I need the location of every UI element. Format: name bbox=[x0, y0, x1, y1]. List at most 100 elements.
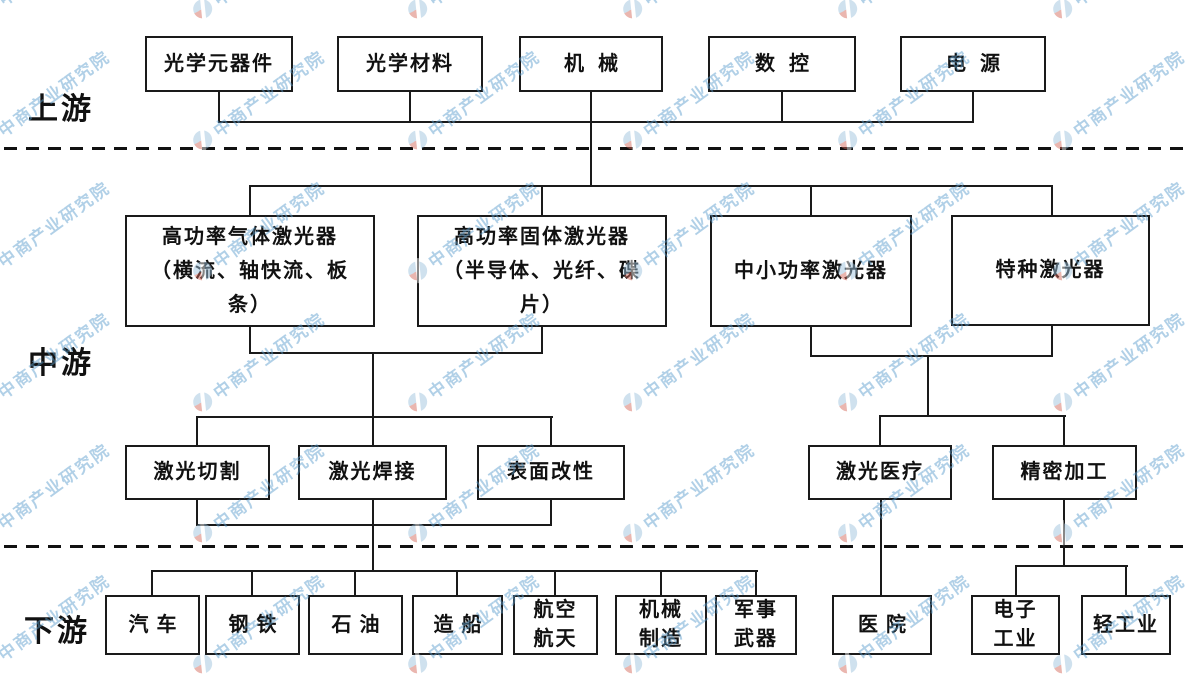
connector bbox=[372, 352, 374, 446]
watermark-logo-icon bbox=[834, 519, 861, 547]
node-surface-modification: 表面改性 bbox=[477, 445, 625, 500]
node-label: 光学材料 bbox=[366, 52, 454, 75]
connector bbox=[810, 355, 1053, 357]
node-label: 光学元器件 bbox=[164, 52, 274, 75]
connector bbox=[550, 416, 552, 446]
node-label: 激光切割 bbox=[153, 461, 242, 483]
watermark-text: 中商产业研究院 bbox=[640, 440, 759, 534]
watermark-logo-icon bbox=[404, 0, 431, 23]
watermark: 中商产业研究院 bbox=[1048, 43, 1190, 156]
watermark-logo-icon bbox=[619, 388, 646, 416]
node-label: 钢铁 bbox=[228, 613, 285, 636]
node-label: 航空 航天 bbox=[533, 599, 578, 650]
node-label: 机械 制造 bbox=[639, 599, 683, 650]
watermark-logo-icon bbox=[189, 388, 216, 416]
watermark-logo-icon bbox=[0, 257, 1, 285]
connector bbox=[196, 500, 198, 526]
node-automobile: 汽车 bbox=[105, 595, 200, 655]
connector bbox=[249, 185, 251, 217]
node-label: 汽车 bbox=[128, 613, 185, 636]
watermark: 中商产业研究院 bbox=[0, 174, 114, 287]
connector bbox=[541, 185, 543, 217]
node-military-weapons: 军事 武器 bbox=[715, 595, 797, 655]
watermark: 中商产业研究院 bbox=[618, 436, 760, 549]
watermark-logo-icon bbox=[0, 650, 1, 674]
connector bbox=[541, 327, 543, 354]
connector bbox=[972, 92, 974, 122]
node-optical-components: 光学元器件 bbox=[145, 36, 293, 92]
node-label: 激光焊接 bbox=[328, 461, 417, 483]
node-label: 医院 bbox=[858, 613, 914, 636]
row-label-midstream: 中游 bbox=[28, 347, 94, 380]
node-high-power-solid-laser: 高功率固体激光器 （半导体、光纤、碟 片） bbox=[417, 215, 667, 327]
node-label: 精密加工 bbox=[1020, 461, 1109, 483]
watermark: 中商产业研究院 bbox=[188, 0, 330, 25]
node-petroleum: 石油 bbox=[308, 595, 403, 655]
watermark-logo-icon bbox=[619, 519, 646, 547]
node-steel: 钢铁 bbox=[205, 595, 300, 655]
connector bbox=[590, 121, 592, 187]
connector bbox=[372, 524, 374, 572]
connector bbox=[251, 570, 253, 596]
node-laser-welding: 激光焊接 bbox=[298, 445, 447, 500]
node-label: 造船 bbox=[433, 613, 490, 636]
connector bbox=[196, 416, 198, 446]
node-precision-machining: 精密加工 bbox=[992, 445, 1137, 500]
watermark: 中商产业研究院 bbox=[618, 0, 760, 25]
connector bbox=[810, 185, 812, 217]
node-aerospace: 航空 航天 bbox=[513, 595, 598, 655]
node-label: 石油 bbox=[331, 613, 388, 636]
node-label: 机械 bbox=[564, 52, 632, 75]
node-machinery-manufacturing: 机械 制造 bbox=[615, 595, 707, 655]
node-label: 电子 工业 bbox=[993, 599, 1038, 650]
divider-dashed-line-lower bbox=[4, 545, 1190, 548]
watermark-text: 中商产业研究院 bbox=[637, 0, 759, 11]
connector bbox=[409, 92, 411, 122]
connector bbox=[810, 327, 812, 357]
connector bbox=[354, 570, 356, 596]
connector bbox=[660, 570, 662, 596]
node-hospital: 医院 bbox=[832, 595, 932, 655]
connector bbox=[554, 570, 556, 596]
connector bbox=[879, 415, 881, 446]
connector bbox=[879, 415, 1066, 417]
node-small-medium-power-laser: 中小功率激光器 bbox=[710, 215, 912, 327]
watermark-text: 中商产业研究院 bbox=[207, 0, 329, 11]
watermark: 中商产业研究院 bbox=[1048, 0, 1190, 25]
watermark: 中商产业研究院 bbox=[0, 436, 114, 549]
connector bbox=[927, 355, 929, 417]
connector bbox=[1051, 185, 1053, 217]
watermark-text: 中商产业研究院 bbox=[852, 0, 974, 11]
node-special-laser: 特种激光器 bbox=[951, 215, 1150, 326]
watermark-logo-icon bbox=[0, 126, 1, 154]
connector bbox=[249, 327, 251, 354]
row-label-downstream: 下游 bbox=[24, 615, 90, 648]
node-high-power-gas-laser: 高功率气体激光器 （横流、轴快流、板 条） bbox=[125, 215, 375, 327]
node-cnc: 数控 bbox=[708, 36, 856, 92]
node-power-supply: 电源 bbox=[900, 36, 1046, 92]
watermark-logo-icon bbox=[404, 388, 431, 416]
node-electronics-industry: 电子 工业 bbox=[971, 595, 1060, 655]
watermark-text: 中商产业研究院 bbox=[0, 0, 114, 11]
connector bbox=[1051, 326, 1053, 357]
connector bbox=[249, 185, 1053, 187]
node-light-industry: 轻工业 bbox=[1081, 595, 1171, 655]
connector bbox=[1015, 565, 1128, 567]
node-label: 电源 bbox=[946, 52, 1014, 75]
node-label: 激光医疗 bbox=[836, 461, 924, 483]
node-label: 表面改性 bbox=[507, 461, 595, 483]
watermark-logo-icon bbox=[1049, 0, 1076, 23]
connector bbox=[249, 352, 543, 354]
divider-dashed-line-upper bbox=[4, 147, 1190, 150]
watermark-logo-icon bbox=[0, 0, 1, 23]
row-label-upstream: 上游 bbox=[28, 93, 94, 126]
connector bbox=[456, 570, 458, 596]
connector bbox=[755, 570, 757, 596]
watermark-text: 中商产业研究院 bbox=[422, 0, 544, 11]
connector bbox=[151, 570, 153, 596]
node-label: 特种激光器 bbox=[995, 259, 1106, 281]
node-laser-medical: 激光医疗 bbox=[808, 445, 952, 500]
node-shipbuilding: 造船 bbox=[412, 595, 503, 655]
connector bbox=[590, 92, 592, 122]
